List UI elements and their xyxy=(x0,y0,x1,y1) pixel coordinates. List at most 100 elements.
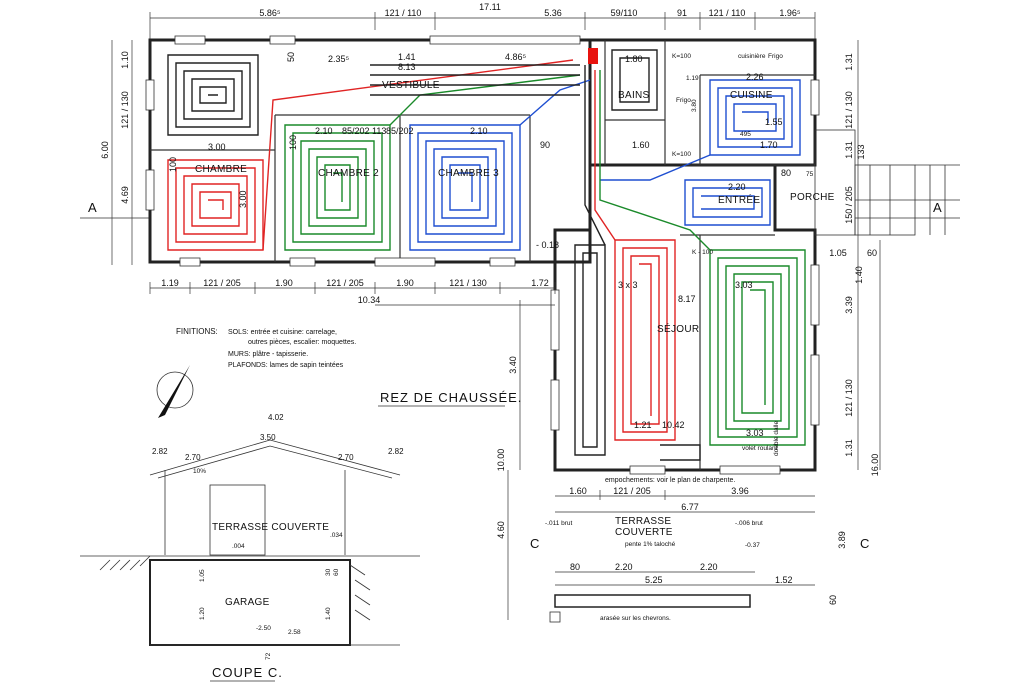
dim-300: 3.00 xyxy=(208,142,226,152)
dim-bottom-8: 10.34 xyxy=(358,295,381,305)
sec-350: 3.50 xyxy=(260,433,276,442)
heating-loop-bains xyxy=(611,49,658,111)
dim-8520a: 85/202 xyxy=(342,126,370,136)
dim-495: 495 xyxy=(740,131,751,138)
north-arrow-icon xyxy=(156,365,194,418)
dim-80: 80 xyxy=(781,168,791,178)
double-dalle-label: double dalle xyxy=(773,421,780,456)
dim-bottom-6: 121 / 130 xyxy=(449,278,487,288)
dim-119: 1.19 xyxy=(686,75,699,82)
dim-486: 4.86⁵ xyxy=(505,52,527,62)
heating-loop-sejour-black xyxy=(574,65,701,461)
dim-top-6: 91 xyxy=(677,8,687,18)
dim-817: 8.17 xyxy=(678,294,696,304)
terrace-detail: C C TERRASSE COUVERTE -.011 brut -.006 b… xyxy=(530,516,869,623)
finitions-line-4: PLAFONDS: lames de sapin teintées xyxy=(228,362,344,369)
sec-105: 1.05 xyxy=(199,569,206,582)
volet-label: volet roulant xyxy=(742,445,778,452)
dim-155: 1.55 xyxy=(765,117,783,127)
sec-402: 4.02 xyxy=(268,413,284,422)
room-terrasse-couverte: TERRASSE COUVERTE xyxy=(212,522,329,533)
dim-top-8: 1.96⁵ xyxy=(779,8,801,18)
td-80: 80 xyxy=(570,562,580,572)
plan-title: REZ DE CHAUSSÉE. xyxy=(380,390,522,405)
dim-top-5: 59/110 xyxy=(611,8,638,18)
dim-3x3: 3 x 3 xyxy=(618,280,638,290)
sec-004: .004 xyxy=(232,543,245,550)
dim-right-14: 60 xyxy=(828,595,838,605)
cuisiniere-label: cuisinière xyxy=(738,53,766,60)
sec-270b: 2.70 xyxy=(338,453,354,462)
td-152: 1.52 xyxy=(775,575,793,585)
heating-loop-sejour-red xyxy=(594,70,676,441)
room-vestibule: VESTIBULE xyxy=(382,80,440,91)
finitions-line-2: outres pièces, escalier: moquettes. xyxy=(248,339,356,346)
dim-left-4: 4.69 xyxy=(120,186,130,204)
heating-loop-cuisine xyxy=(600,79,801,181)
sec-60: 60 xyxy=(333,568,340,576)
marker-c-right: C xyxy=(860,536,869,551)
dim-sejour-4: 6.77 xyxy=(681,502,699,512)
dim-bottom-7: 1.72 xyxy=(531,278,549,288)
dim-180: 1.80 xyxy=(625,54,643,64)
room-bains: BAINS xyxy=(618,90,650,101)
dim-right-6: 1.05 xyxy=(829,248,847,258)
dim-right-5: 150 / 205 xyxy=(844,186,854,224)
dim-right-3: 1.31 xyxy=(844,141,854,159)
dim-sejour-2: 121 / 205 xyxy=(613,486,651,496)
heating-manifold xyxy=(588,48,598,64)
sec-270a: 2.70 xyxy=(185,453,201,462)
heating-loop-chambre-top xyxy=(167,54,259,136)
sejour-left-dims: 3.40 10.00 4.60 xyxy=(496,300,521,620)
finitions-line-3: MURS: plâtre - tapisserie. xyxy=(228,351,308,358)
room-chambre: CHAMBRE xyxy=(195,164,247,175)
room-chambre-2: CHAMBRE 2 xyxy=(318,168,379,179)
heating-loop-chambre-3 xyxy=(409,79,591,251)
left-dimension-chain: 1.10 121 / 130 6.00 4.69 xyxy=(100,40,133,265)
sejour-bottom-dims: 1.60 121 / 205 3.96 6.77 empochements: v… xyxy=(555,477,815,513)
dim-top-1: 5.86⁵ xyxy=(259,8,281,18)
walls xyxy=(145,35,960,475)
terrasse-detail-l1: TERRASSE xyxy=(615,516,671,527)
dim-right-9: 3.39 xyxy=(844,296,854,314)
dim-141: 1.41 xyxy=(398,52,416,62)
right-dimension-chain: 1.31 121 / 130 1.31 133 150 / 205 1.05 6… xyxy=(828,40,881,605)
dim-813: 8.13 xyxy=(398,62,416,72)
section-title: COUPE C. xyxy=(212,665,283,680)
dim-top-4: 5.36 xyxy=(544,8,562,18)
sec-30: 30 xyxy=(325,568,332,576)
bottom-dimension-chain: 1.19 121 / 205 1.90 121 / 205 1.90 121 /… xyxy=(149,278,556,306)
dim-right-12: 16.00 xyxy=(870,454,880,477)
pente-note: pente 1% taloché xyxy=(625,541,676,548)
marker-c-left: C xyxy=(530,536,539,551)
frigo-label-bains: Frigo xyxy=(676,97,691,104)
td-220b: 2.20 xyxy=(700,562,718,572)
dim-50: 50 xyxy=(286,52,296,62)
lvl-011: -.011 brut xyxy=(545,520,573,527)
heating-loop-sejour-green xyxy=(599,70,806,446)
sec-m250: -2.50 xyxy=(256,625,271,632)
dim-303: 3.03 xyxy=(735,280,753,290)
sec-034: .034 xyxy=(330,532,343,539)
dim-1042: 10.42 xyxy=(662,420,685,430)
dim-018: - 0.18 xyxy=(536,240,559,250)
dim-sejour-3: 3.96 xyxy=(731,486,749,496)
sec-120: 1.20 xyxy=(199,607,206,620)
dim-113: 113 xyxy=(372,126,386,136)
heating-loop-vestibule xyxy=(370,64,580,96)
dim-top-2: 121 / 110 xyxy=(385,8,422,18)
heating-loop-chambre xyxy=(167,59,574,251)
sec-140: 1.40 xyxy=(325,607,332,620)
k100-c: K - 100 xyxy=(692,249,713,256)
dim-460: 4.60 xyxy=(496,521,506,539)
top-dimension-chain: 5.86⁵ 121 / 110 17.11 5.36 59/110 91 121… xyxy=(149,2,816,40)
dim-380: 3.80 xyxy=(691,99,698,112)
inner-dimension-labels: 2.35⁵ 1.41 8.13 4.86⁵ 1.80 3.00 2.10 85/… xyxy=(168,52,814,456)
dim-90: 90 xyxy=(540,140,550,150)
finitions-line-1: SOLS: entrée et cuisine: carrelage, xyxy=(228,329,337,336)
dim-top-7: 121 / 110 xyxy=(709,8,746,18)
dim-left-2: 121 / 130 xyxy=(120,91,130,129)
dim-right-4: 133 xyxy=(856,144,866,159)
arase-note: arasée sur les chevrons. xyxy=(600,615,671,622)
dim-top-3: 17.11 xyxy=(479,2,501,12)
